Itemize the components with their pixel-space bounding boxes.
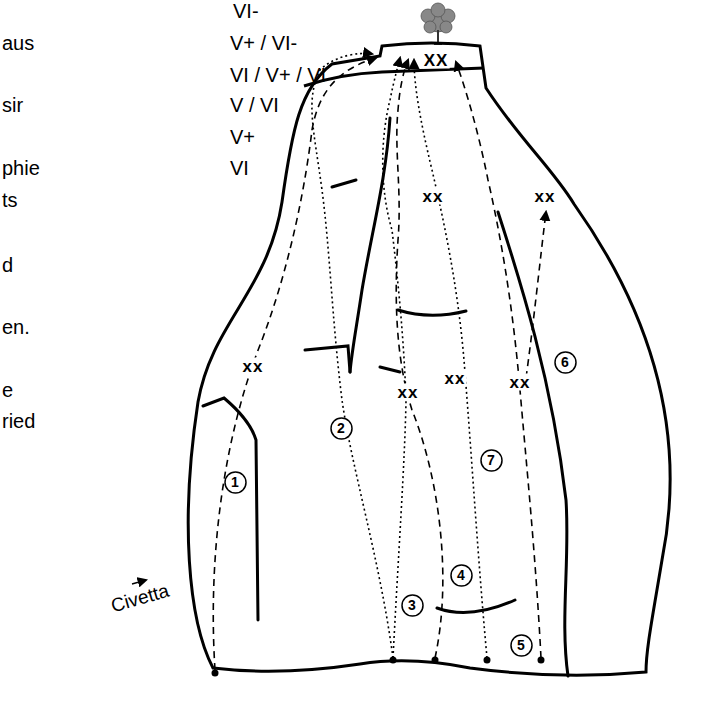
- rock-outline: [188, 43, 670, 675]
- route-number: 4: [457, 568, 465, 582]
- route-number-circle: 5: [510, 634, 533, 657]
- summit-tree: [421, 3, 455, 44]
- belay-marker: xx: [422, 188, 445, 205]
- route-number: 1: [231, 475, 239, 489]
- belay-marker: xx: [509, 374, 532, 391]
- route-number-circle: 4: [450, 564, 473, 587]
- route-number-circle: 7: [480, 449, 503, 472]
- route-number-circle: 6: [554, 351, 577, 374]
- route-number: 7: [487, 453, 495, 467]
- circle-shape: [481, 450, 502, 471]
- grade-text: en.: [2, 317, 30, 337]
- grade-text: ts: [2, 190, 18, 210]
- route-number-circle: 2: [330, 417, 353, 440]
- belay-marker: xx: [397, 384, 420, 401]
- belay-marker: xx: [444, 370, 467, 387]
- route-number: 3: [408, 598, 416, 612]
- route-number-circle: 3: [401, 594, 424, 617]
- circle-shape: [511, 635, 532, 656]
- grade-text: phie: [2, 158, 40, 178]
- route-number: 2: [337, 421, 345, 435]
- belay-marker: xx: [242, 358, 265, 375]
- grade-text: VI: [230, 158, 249, 178]
- grade-text: aus: [2, 33, 34, 53]
- route-number: 5: [517, 638, 525, 652]
- circle-shape: [451, 565, 472, 586]
- grade-text: e: [2, 380, 13, 400]
- route-start-dots: [212, 657, 545, 677]
- circle-shape: [402, 595, 423, 616]
- grade-text: V+: [230, 127, 255, 147]
- circle-shape: [225, 472, 246, 493]
- climbing-routes: [213, 53, 546, 670]
- grade-text: VI / V+ / VI: [230, 65, 326, 85]
- grade-text: V+ / VI-: [230, 33, 297, 53]
- circle-shape: [331, 418, 352, 439]
- grade-text: VI-: [233, 1, 259, 21]
- grade-text: ried: [2, 411, 35, 431]
- belay-marker: XX: [423, 52, 450, 69]
- summit-ledge: [304, 68, 484, 86]
- direction-label: Civetta: [109, 581, 171, 616]
- circle-shape: [555, 352, 576, 373]
- grade-text: d: [2, 255, 13, 275]
- rock-features: [203, 118, 568, 676]
- belay-marker: xx: [534, 188, 557, 205]
- direction-arrow: [132, 580, 146, 584]
- route-number: 6: [561, 355, 569, 369]
- grade-text: V / VI: [230, 95, 279, 115]
- grade-text: sir: [2, 95, 23, 115]
- route-number-circle: 1: [224, 471, 247, 494]
